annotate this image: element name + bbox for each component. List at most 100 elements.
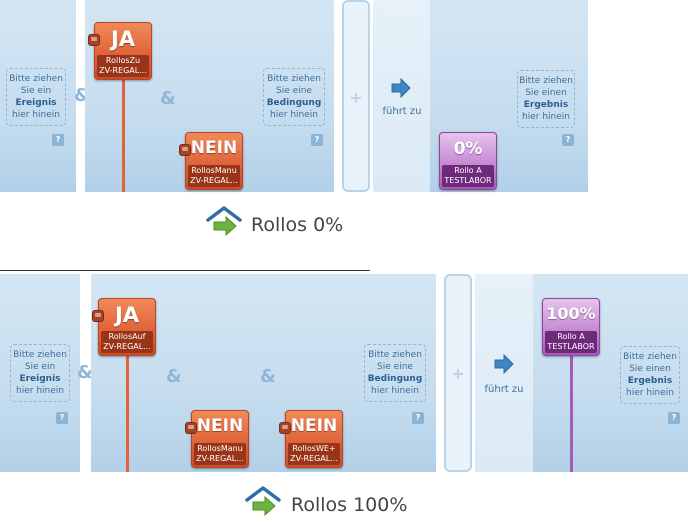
dropzone-keyword: Ergebnis <box>523 100 569 110</box>
dropzone-text: Sie eine <box>276 86 312 96</box>
tile-sub-line: RollosWE+ <box>292 444 336 453</box>
tile-subtitle: Rollo A TESTLABOR <box>545 331 597 353</box>
arrow-right-icon <box>494 354 514 374</box>
tile-sub-line: ZV-REGAL... <box>190 176 238 185</box>
tile-sub-line: ZV-REGAL... <box>103 342 151 351</box>
gap-divider <box>76 0 85 192</box>
dropzone-keyword: Ereignis <box>19 374 61 384</box>
tile-sub-line: TESTLABOR <box>444 176 492 185</box>
rule-divider <box>0 270 370 271</box>
plus-icon: + <box>451 364 465 383</box>
dropzone-keyword: Bedingung <box>266 98 322 108</box>
rule-panel-1: Bitte ziehen Sie ein Ereignis hier hinei… <box>0 0 588 192</box>
tile-connector <box>126 356 129 472</box>
tile-value: 100% <box>546 304 596 323</box>
dropzone-text: Sie eine <box>377 362 413 372</box>
tile-sub-line: TESTLABOR <box>547 342 595 351</box>
gap-divider <box>80 274 91 472</box>
tile-value: 0% <box>453 139 483 159</box>
dropzone-text: hier hinein <box>12 110 60 120</box>
tile-value: NEIN <box>190 138 238 158</box>
dropzone-text: Bitte ziehen <box>9 74 63 84</box>
tile-subtitle: RollosManu ZV-REGAL... <box>188 165 240 187</box>
add-condition-slot[interactable]: + <box>342 0 370 192</box>
tile-sub-line: RollosZu <box>105 56 141 65</box>
condition-tile-nein[interactable]: = NEIN RollosManu ZV-REGAL... <box>185 410 249 468</box>
rule-name: Rollos 100% <box>291 494 408 516</box>
tile-value: JA <box>114 303 140 327</box>
tile-sub-line: RollosManu <box>191 166 237 175</box>
tile-subtitle: RollosAuf ZV-REGAL... <box>101 331 153 353</box>
arrow-right-icon <box>391 78 411 98</box>
dropzone-text: Bitte ziehen <box>267 74 321 84</box>
tile-subtitle: RollosManu ZV-REGAL... <box>194 443 246 465</box>
and-operator: & <box>166 366 182 387</box>
condition-tile-ja[interactable]: = JA RollosZu ZV-REGAL... <box>88 22 152 80</box>
tile-sub-line: RollosAuf <box>108 332 146 341</box>
tile-sub-line: Rollo A <box>557 332 585 341</box>
dropzone-text: Sie einen <box>525 88 567 98</box>
leads-to-label: führt zu <box>382 106 422 117</box>
equals-icon[interactable]: = <box>185 422 197 434</box>
condition-tile-nein[interactable]: = NEIN RollosManu ZV-REGAL... <box>179 132 243 190</box>
help-icon[interactable]: ? <box>56 412 68 424</box>
rule-title-row[interactable]: Rollos 0% <box>206 206 406 240</box>
help-icon[interactable]: ? <box>412 412 424 424</box>
condition-tile-nein[interactable]: = NEIN RollosWE+ ZV-REGAL... <box>279 410 343 468</box>
result-dropzone[interactable]: Bitte ziehen Sie einen Ergebnis hier hin… <box>620 346 680 404</box>
and-operator: & <box>160 88 176 109</box>
tile-subtitle: Rollo A TESTLABOR <box>442 165 494 187</box>
rule-name: Rollos 0% <box>251 214 344 236</box>
dropzone-keyword: Bedingung <box>367 374 423 384</box>
house-arrow-icon <box>206 206 242 237</box>
tile-subtitle: RollosZu ZV-REGAL... <box>97 55 149 77</box>
tile-value: NEIN <box>196 416 244 436</box>
tile-sub-line: ZV-REGAL... <box>99 66 147 75</box>
event-column <box>0 274 80 472</box>
dropzone-text: hier hinein <box>626 388 674 398</box>
and-operator: & <box>77 362 93 383</box>
condition-dropzone[interactable]: Bitte ziehen Sie eine Bedingung hier hin… <box>263 68 325 126</box>
help-icon[interactable]: ? <box>52 134 64 146</box>
and-operator: & <box>260 366 276 387</box>
condition-tile-ja[interactable]: = JA RollosAuf ZV-REGAL... <box>92 298 156 356</box>
tile-connector <box>122 80 125 192</box>
dropzone-keyword: Ergebnis <box>627 376 673 386</box>
tile-value: JA <box>110 27 136 51</box>
dropzone-text: hier hinein <box>371 386 419 396</box>
rule-title-row[interactable]: Rollos 100% <box>245 486 465 520</box>
tile-sub-line: ZV-REGAL... <box>196 454 244 463</box>
tile-sub-line: ZV-REGAL... <box>290 454 338 463</box>
equals-icon[interactable]: = <box>179 144 191 156</box>
house-arrow-icon <box>245 486 281 517</box>
equals-icon[interactable]: = <box>88 34 100 46</box>
dropzone-text: hier hinein <box>270 110 318 120</box>
event-column <box>0 0 76 192</box>
tile-subtitle: RollosWE+ ZV-REGAL... <box>288 443 340 465</box>
rule-panel-2: Bitte ziehen Sie ein Ereignis hier hinei… <box>0 274 688 472</box>
result-tile[interactable]: 0% Rollo A TESTLABOR <box>439 132 497 190</box>
dropzone-text: hier hinein <box>16 386 64 396</box>
equals-icon[interactable]: = <box>92 310 104 322</box>
leads-to-label: führt zu <box>484 384 524 395</box>
tile-sub-line: RollosManu <box>197 444 243 453</box>
result-tile[interactable]: 100% Rollo A TESTLABOR <box>542 298 600 356</box>
equals-icon[interactable]: = <box>279 422 291 434</box>
dropzone-text: Sie ein <box>20 86 52 96</box>
help-icon[interactable]: ? <box>311 134 323 146</box>
plus-icon: + <box>349 88 363 107</box>
tile-value: NEIN <box>290 416 338 436</box>
tile-connector <box>570 356 573 472</box>
dropzone-text: Bitte ziehen <box>13 350 67 360</box>
dropzone-text: Sie einen <box>629 364 671 374</box>
tile-sub-line: Rollo A <box>454 166 482 175</box>
dropzone-text: hier hinein <box>522 112 570 122</box>
event-dropzone[interactable]: Bitte ziehen Sie ein Ereignis hier hinei… <box>6 68 66 126</box>
event-dropzone[interactable]: Bitte ziehen Sie ein Ereignis hier hinei… <box>10 344 70 402</box>
add-condition-slot[interactable]: + <box>444 274 472 472</box>
help-icon[interactable]: ? <box>562 134 574 146</box>
help-icon[interactable]: ? <box>668 412 680 424</box>
result-dropzone[interactable]: Bitte ziehen Sie einen Ergebnis hier hin… <box>517 70 575 128</box>
condition-dropzone[interactable]: Bitte ziehen Sie eine Bedingung hier hin… <box>364 344 426 402</box>
dropzone-keyword: Ereignis <box>15 98 57 108</box>
